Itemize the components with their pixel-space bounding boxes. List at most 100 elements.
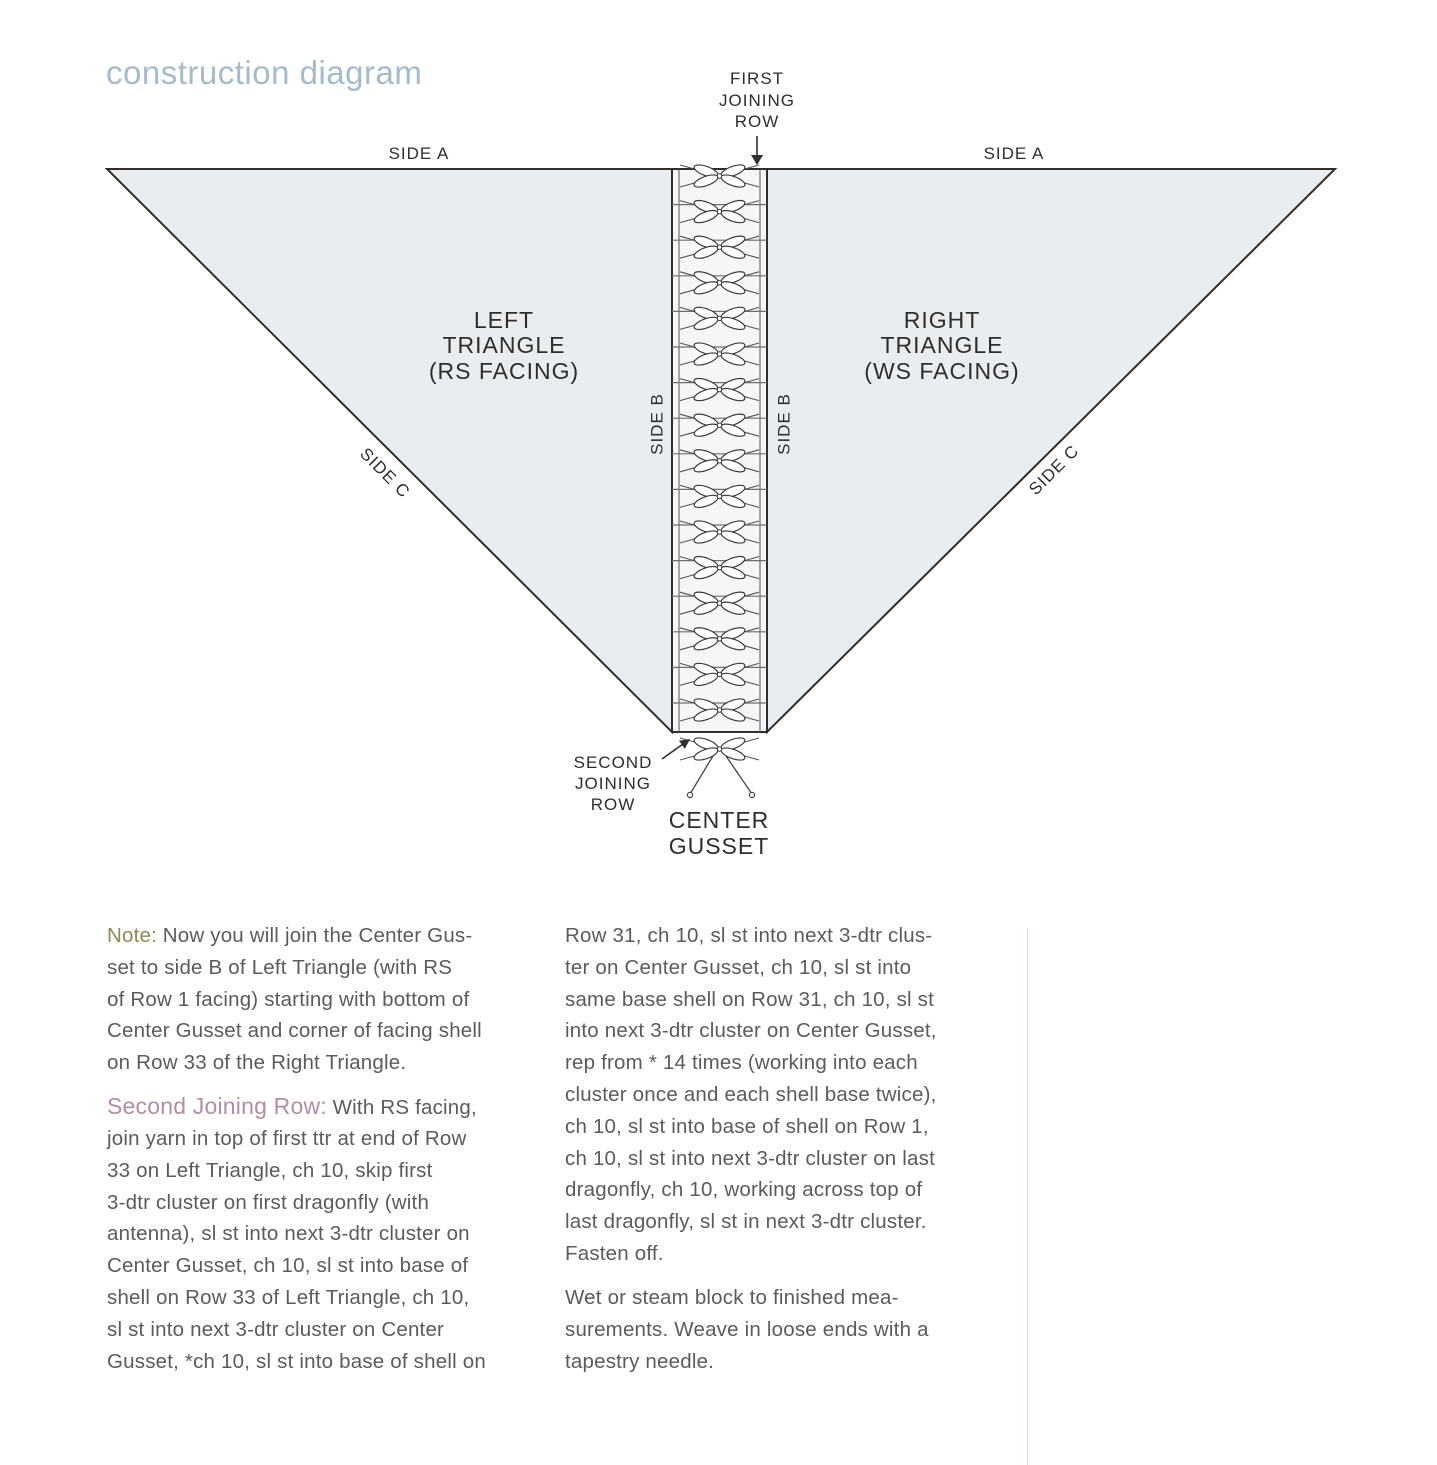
side-b-left-label: SIDE B xyxy=(648,393,667,455)
blocking-paragraph: Wet or steam block to finished mea- sure… xyxy=(565,1282,1015,1377)
left-triangle-shape xyxy=(104,168,673,735)
text-line: Row 31, ch 10, sl st into next 3-dtr clu… xyxy=(565,924,933,947)
label-line: ROW xyxy=(735,112,780,131)
label-line: SECOND xyxy=(574,753,653,772)
motif-body xyxy=(716,671,723,678)
text-line: tapestry needle. xyxy=(565,1349,715,1373)
label-line: TRIANGLE xyxy=(880,332,1003,358)
label-line: TRIANGLE xyxy=(442,332,565,358)
text-line: same base shell on Row 31, ch 10, sl st xyxy=(565,987,935,1011)
text-line: 3-dtr cluster on first dragonfly (with xyxy=(107,1190,430,1214)
side-b-right-label: SIDE B xyxy=(775,393,794,455)
dragonfly-with-antenna xyxy=(679,737,760,799)
text-line: Fasten off. xyxy=(565,1241,664,1265)
gusset-motifs xyxy=(672,164,767,722)
antenna-tip-left xyxy=(686,791,694,799)
text-line: antenna), sl st into next 3-dtr cluster … xyxy=(107,1222,470,1246)
text-line: cluster once and each shell base twice), xyxy=(565,1082,937,1106)
text-line: Gusset, *ch 10, sl st into base of shell… xyxy=(107,1349,486,1373)
dragonfly-motif xyxy=(679,520,760,544)
label-line: CENTER xyxy=(669,807,770,833)
dragonfly-motif xyxy=(679,737,760,761)
antenna-left xyxy=(689,755,714,795)
motif-body xyxy=(716,386,723,393)
instructions-column-1: Note:Now you will join the Center Gus- s… xyxy=(107,920,557,1390)
motif-body xyxy=(716,458,723,464)
motif-body xyxy=(716,208,723,215)
motif-body xyxy=(716,707,723,713)
motif-body xyxy=(716,636,723,642)
second-joining-row-paragraph: Second Joining Row:With RS facing, join … xyxy=(107,1091,557,1377)
label-line: RIGHT xyxy=(904,307,981,333)
text-line: ter on Center Gusset, ch 10, sl st into xyxy=(565,955,912,979)
dragonfly-motif xyxy=(679,662,760,687)
label-line: (WS FACING) xyxy=(864,358,1019,384)
label-line: FIRST xyxy=(730,69,784,88)
label-line: JOINING xyxy=(719,91,795,110)
left-triangle-label: LEFT TRIANGLE (RS FACING) xyxy=(429,307,579,384)
text-line: Center Gusset, ch 10, sl st into base of xyxy=(107,1254,469,1278)
dragonfly-motif xyxy=(679,627,760,651)
text-line: rep from * 14 times (working into each xyxy=(565,1051,918,1075)
label-line: (RS FACING) xyxy=(429,358,579,384)
text-line: into next 3-dtr cluster on Center Gusset… xyxy=(565,1019,937,1043)
text-line: of Row 1 facing) starting with bottom of xyxy=(107,987,470,1011)
text-line: Note:Now you will join the Center Gus- xyxy=(107,920,557,952)
section-heading: Second Joining Row: xyxy=(107,1093,327,1120)
instructions-column-2: Row 31, ch 10, sl st into next 3-dtr clu… xyxy=(565,920,1015,1390)
label-line: LEFT xyxy=(474,307,534,333)
dragonfly-motif xyxy=(679,271,760,295)
text-line: ch 10, sl st into next 3-dtr cluster on … xyxy=(565,1146,935,1170)
text-line: Wet or steam block to finished mea- xyxy=(565,1285,899,1309)
text-line: sl st into next 3-dtr cluster on Center xyxy=(107,1317,445,1341)
motif-body xyxy=(716,351,723,357)
motif-body xyxy=(716,280,723,286)
first-joining-row-label: FIRST JOINING ROW xyxy=(719,69,795,131)
text-line: last dragonfly, sl st in next 3-dtr clus… xyxy=(565,1210,927,1234)
dragonfly-motif xyxy=(679,698,760,722)
dragonfly-motif xyxy=(679,306,760,331)
text-line: surements. Weave in loose ends with a xyxy=(565,1317,929,1341)
page-title: construction diagram xyxy=(106,54,423,91)
dragonfly-motif xyxy=(679,591,760,615)
dragonfly-motif xyxy=(679,484,760,509)
dragonfly-motif xyxy=(679,413,760,437)
right-triangle-label: RIGHT TRIANGLE (WS FACING) xyxy=(864,307,1019,384)
continuation-paragraph: Row 31, ch 10, sl st into next 3-dtr clu… xyxy=(565,920,1015,1270)
dragonfly-motif xyxy=(679,555,760,580)
text-line: 33 on Left Triangle, ch 10, skip first xyxy=(107,1158,433,1182)
text-line: Center Gusset and corner of facing shell xyxy=(107,1019,482,1043)
motif-body xyxy=(716,244,723,250)
side-a-left-label: SIDE A xyxy=(389,144,450,163)
dragonfly-motif xyxy=(679,164,760,188)
center-gusset-label: CENTER GUSSET xyxy=(669,807,770,859)
label-line: ROW xyxy=(591,795,636,814)
antenna-tip-right xyxy=(748,791,756,799)
right-triangle-shape xyxy=(766,168,1338,735)
side-a-right-label: SIDE A xyxy=(984,144,1045,163)
text-line-content: With RS facing, xyxy=(332,1096,477,1120)
label-line: JOINING xyxy=(575,774,651,793)
motif-body xyxy=(716,493,723,500)
motif-body xyxy=(716,746,723,752)
note-paragraph: Note:Now you will join the Center Gus- s… xyxy=(107,920,557,1079)
motif-body xyxy=(716,529,723,535)
text-line: Second Joining Row:With RS facing, xyxy=(107,1091,557,1123)
text-line: dragonfly, ch 10, working across top of xyxy=(565,1178,923,1202)
dragonfly-motif xyxy=(679,235,760,259)
dragonfly-motif xyxy=(679,342,760,366)
first-joining-row-arrow xyxy=(751,136,763,165)
motif-body xyxy=(716,315,723,322)
text-line-content: Now you will join the Center Gus- xyxy=(162,924,473,947)
antenna-right xyxy=(725,755,753,795)
text-line: on Row 33 of the Right Triangle. xyxy=(107,1051,407,1075)
dragonfly-motif xyxy=(679,449,760,473)
dragonfly-motif xyxy=(679,377,760,402)
motif-body xyxy=(716,422,723,428)
column-divider xyxy=(1027,928,1028,1465)
text-line: join yarn in top of first ttr at end of … xyxy=(107,1126,467,1150)
dragonfly-motif xyxy=(679,199,760,224)
text-line: set to side B of Left Triangle (with RS xyxy=(107,955,453,979)
construction-diagram: FIRST JOINING ROW SIDE A SIDE A LEFT TRI… xyxy=(104,69,1338,859)
second-joining-row-arrow xyxy=(661,739,690,760)
